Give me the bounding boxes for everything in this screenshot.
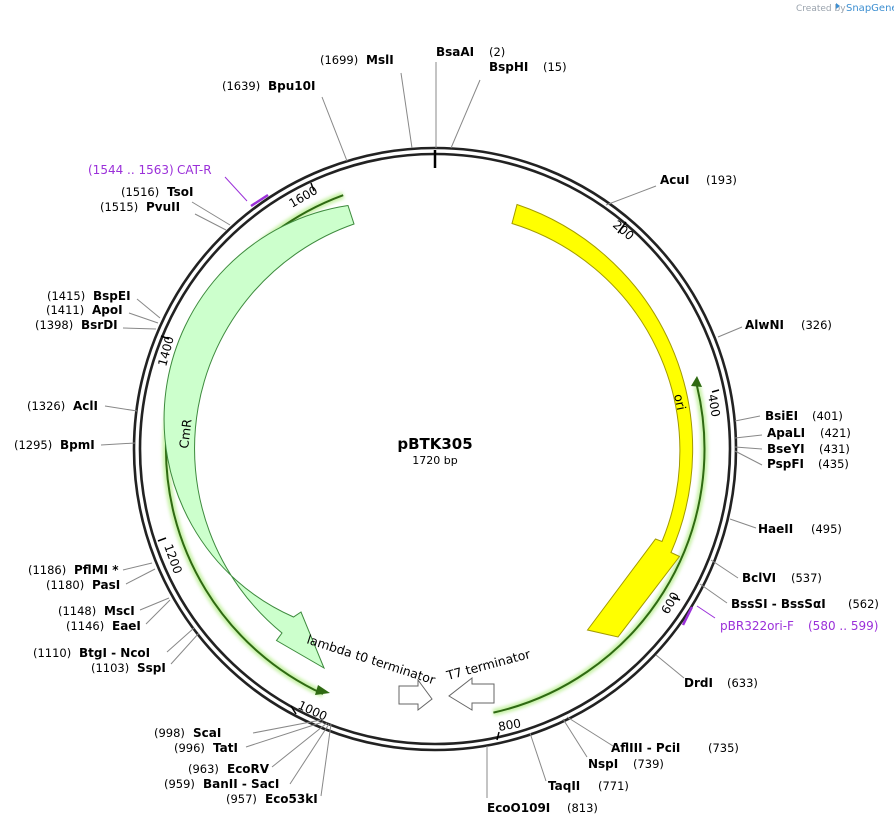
enzyme-position: (1639)	[222, 79, 260, 93]
enzyme-position: (1186)	[28, 563, 66, 577]
enzyme-position: (193)	[706, 173, 737, 187]
enzyme-position: (735)	[708, 741, 739, 755]
enzyme-name[interactable]: AcuI	[660, 173, 689, 187]
enzyme-position: (957)	[226, 792, 257, 806]
enzyme-position: (1326)	[27, 399, 65, 413]
enzyme-name[interactable]: BpmI	[60, 438, 95, 452]
pbr-range: (580 .. 599)	[808, 619, 878, 633]
enzyme-name[interactable]: BsrDI	[81, 318, 118, 332]
enzyme-position: (1110)	[33, 646, 71, 660]
enzyme-position: (1148)	[58, 604, 96, 618]
enzyme-name[interactable]: PvuII	[146, 200, 180, 214]
catr-range: (1544 .. 1563)	[88, 163, 174, 177]
catr-primer-mark[interactable]	[250, 193, 269, 208]
enzyme-name[interactable]: DrdI	[684, 676, 713, 690]
lambda-terminator-label: lambda t0 terminator	[305, 632, 438, 688]
catr-name: CAT-R	[177, 163, 212, 177]
enzyme-name[interactable]: SspI	[137, 661, 166, 675]
enzyme-position: (421)	[820, 426, 851, 440]
catr-leader-line	[224, 176, 248, 202]
enzyme-position: (633)	[727, 676, 758, 690]
enzyme-name[interactable]: AflIII - PciI	[611, 741, 680, 755]
enzyme-name[interactable]: PasI	[92, 578, 120, 592]
enzyme-name[interactable]: BsiEI	[765, 409, 798, 423]
enzyme-name[interactable]: PspFI	[767, 457, 804, 471]
pbr-primer-mark[interactable]	[681, 606, 694, 626]
enzyme-name[interactable]: AclI	[73, 399, 98, 413]
enzyme-name[interactable]: MslI	[366, 53, 394, 67]
enzyme-name[interactable]: Bpu10I	[268, 79, 315, 93]
scale-ticks	[157, 182, 720, 741]
enzyme-position: (996)	[174, 741, 205, 755]
enzyme-leader-lines	[100, 62, 763, 798]
enzyme-position: (431)	[819, 442, 850, 456]
enzyme-position: (963)	[188, 762, 219, 776]
enzyme-name[interactable]: BclVI	[742, 571, 776, 585]
enzyme-name[interactable]: EcoRV	[227, 762, 270, 776]
enzyme-name[interactable]: TatI	[213, 741, 238, 755]
enzyme-name[interactable]: TsoI	[167, 185, 193, 199]
snapgene-icon	[836, 3, 840, 9]
lambda-terminator-arrow[interactable]	[398, 678, 433, 712]
cmr-feature-arrow[interactable]	[163, 204, 355, 670]
enzyme-name[interactable]: Eco53kI	[265, 792, 318, 806]
enzyme-position: (401)	[812, 409, 843, 423]
enzyme-name[interactable]: BsaAI	[436, 45, 474, 59]
enzyme-position: (537)	[791, 571, 822, 585]
enzyme-position: (562)	[848, 597, 879, 611]
enzyme-name[interactable]: ApaLI	[767, 426, 805, 440]
enzyme-position: (739)	[633, 757, 664, 771]
created-by-text: Created by	[796, 4, 846, 14]
enzyme-position: (771)	[598, 779, 629, 793]
pbr-leader-line	[696, 605, 716, 619]
enzyme-name[interactable]: TaqII	[548, 779, 580, 793]
enzyme-name[interactable]: ApoI	[92, 303, 123, 317]
enzyme-position: (998)	[154, 726, 185, 740]
enzyme-position: (15)	[543, 60, 567, 74]
enzyme-position: (1398)	[35, 318, 73, 332]
enzyme-position: (1515)	[100, 200, 138, 214]
enzyme-name[interactable]: ScaI	[193, 726, 221, 740]
enzyme-name[interactable]: BanII - SacI	[203, 777, 279, 791]
enzyme-name[interactable]: AlwNI	[745, 318, 784, 332]
pbr-name: pBR322ori-F	[720, 619, 794, 633]
enzyme-name[interactable]: BspEI	[93, 289, 131, 303]
enzyme-position: (1411)	[46, 303, 84, 317]
enzyme-position: (1103)	[91, 661, 129, 675]
enzyme-name[interactable]: BseYI	[767, 442, 805, 456]
enzyme-position: (813)	[567, 801, 598, 815]
enzyme-position: (435)	[818, 457, 849, 471]
enzyme-position: (2)	[489, 45, 505, 59]
enzyme-name[interactable]: BtgI - NcoI	[79, 646, 150, 660]
enzyme-labels: BsaAI (2) BspHI (15) (1699) MslI (1639) …	[14, 45, 879, 815]
enzyme-name[interactable]: HaeII	[758, 522, 793, 536]
enzyme-name[interactable]: PflMI *	[74, 563, 119, 577]
enzyme-position: (959)	[164, 777, 195, 791]
plasmid-name: pBTK305	[397, 435, 472, 453]
tick-label-400: 400	[705, 393, 723, 418]
enzyme-position: (495)	[811, 522, 842, 536]
enzyme-position: (1699)	[320, 53, 358, 67]
plasmid-length: 1720 bp	[412, 454, 457, 467]
enzyme-position: (1180)	[46, 578, 84, 592]
enzyme-name[interactable]: BspHI	[489, 60, 528, 74]
enzyme-position: (1415)	[47, 289, 85, 303]
enzyme-name[interactable]: EcoO109I	[487, 801, 550, 815]
snapgene-logo-text: SnapGene	[846, 3, 894, 14]
enzyme-position: (1516)	[121, 185, 159, 199]
enzyme-position: (1295)	[14, 438, 52, 452]
tick-label-800: 800	[497, 716, 522, 734]
enzyme-position: (1146)	[66, 619, 104, 633]
enzyme-name[interactable]: MscI	[104, 604, 135, 618]
enzyme-name[interactable]: EaeI	[112, 619, 141, 633]
enzyme-position: (326)	[801, 318, 832, 332]
enzyme-name[interactable]: BssSI - BssSαI	[731, 597, 826, 611]
cmr-label: CmR	[176, 418, 195, 450]
t7-terminator-arrow[interactable]	[448, 676, 495, 711]
ori-feature-arrow[interactable]	[511, 203, 694, 638]
ori-label: ori	[671, 393, 689, 412]
enzyme-name[interactable]: NspI	[588, 757, 618, 771]
t7-terminator-label: T7 terminator	[444, 646, 533, 683]
